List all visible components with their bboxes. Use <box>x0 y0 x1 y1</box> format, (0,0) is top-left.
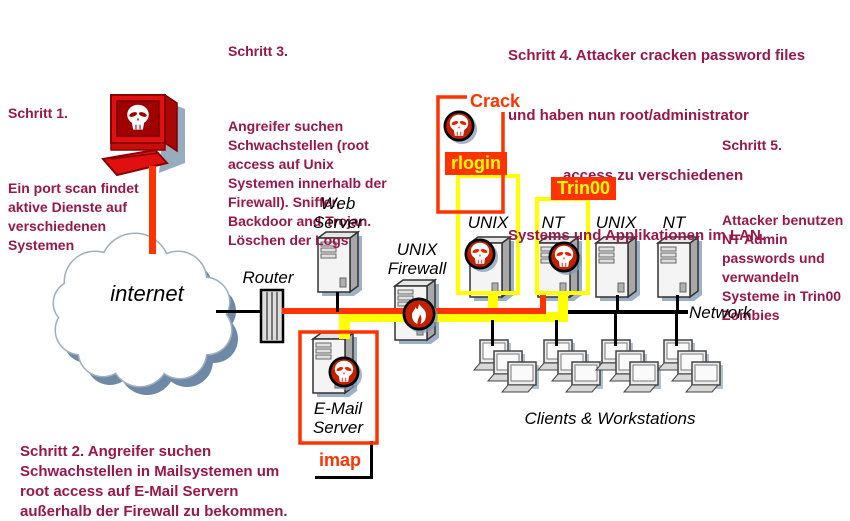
client-group4-icon <box>658 340 723 392</box>
step5-title: Schritt 5. <box>722 137 782 153</box>
unix-highlight-box <box>456 174 520 295</box>
crack-skull-icon <box>444 111 478 145</box>
step3-body: Angreifer suchen Schwachstellen (root ac… <box>228 118 391 248</box>
client-group3-icon <box>596 340 661 392</box>
step4-line4: Systems und Applikationen im LAN. <box>508 227 765 244</box>
firewall-label: UNIX Firewall <box>387 240 447 278</box>
step2-body: Schritt 2. Angreifer suchen Schwachstell… <box>20 443 288 520</box>
web-server-label: Web Server <box>312 194 364 232</box>
imap-label: imap <box>318 450 361 470</box>
clients-label: Clients & Workstations <box>524 409 696 428</box>
step1-text: Schritt 1. Ein port scan findet aktive D… <box>8 66 160 274</box>
unix1-label: UNIX <box>467 213 509 232</box>
step2-text: Schritt 2. Angreifer suchen Schwachstell… <box>20 402 298 521</box>
yellow-lan-lines <box>339 292 568 339</box>
step4-line1: Schritt 4. Attacker cracken password fil… <box>508 47 806 64</box>
step5-text: Schritt 5. Attacker benutzen NT Admin pa… <box>722 98 846 344</box>
crack-label: Crack <box>467 91 524 112</box>
client-group2-icon <box>538 340 603 392</box>
nt2-label: NT <box>662 213 686 232</box>
step4-line2: und haben nun root/administrator <box>508 107 749 124</box>
router-icon <box>259 288 285 344</box>
internet-cloud-icon <box>52 232 238 395</box>
router-label: Router <box>242 268 294 287</box>
internet-label: internet <box>110 281 184 306</box>
step3-text: Schritt 3. Angreifer suchen Schwachstell… <box>228 4 400 269</box>
attacker-computer-icon <box>101 93 185 177</box>
email-server-label: E-Mail Server <box>312 399 364 437</box>
unix2-label: UNIX <box>595 213 637 232</box>
nt1-label: NT <box>541 213 565 232</box>
black-network-lines <box>216 292 688 479</box>
step3-title: Schritt 3. <box>228 43 288 59</box>
email-box <box>298 330 379 445</box>
step1-title: Schritt 1. <box>8 105 68 121</box>
step5-body: Attacker benutzen NT Admin passwords und… <box>722 212 848 323</box>
client-group1-icon <box>474 340 539 392</box>
network-label: Network <box>689 303 752 322</box>
step4-text: Schritt 4. Attacker cracken password fil… <box>508 6 850 266</box>
step1-body: Ein port scan findet aktive Dienste auf … <box>8 180 143 253</box>
rlogin-label: rlogin <box>445 152 507 175</box>
trin00-label: Trin00 <box>551 177 617 200</box>
